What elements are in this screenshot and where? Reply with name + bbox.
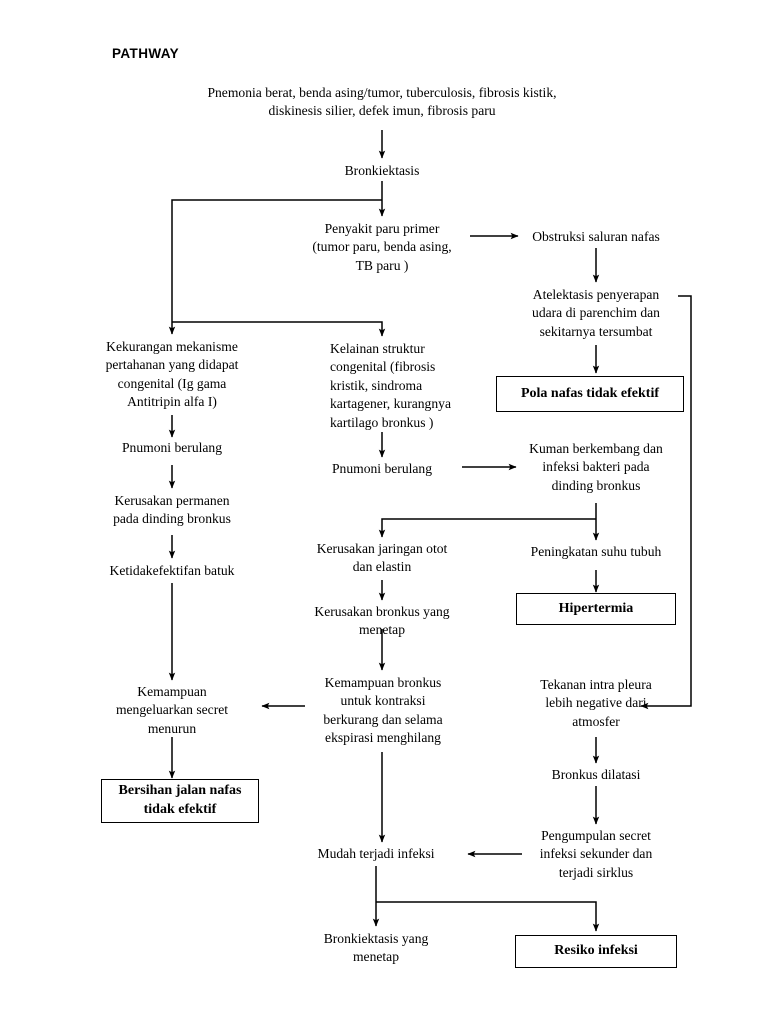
node-n10: Kerusakan permanen pada dinding bronkus xyxy=(113,493,231,527)
page-title: PATHWAY xyxy=(112,46,180,61)
node-n24: Mudah terjadi infeksi xyxy=(317,846,435,861)
node-n19: Kemampuan mengeluarkan secret menurun xyxy=(115,684,229,736)
node-n13: Kuman berkembang dan infeksi bakteri pad… xyxy=(529,441,663,493)
node-n22: Bronkus dilatasi xyxy=(551,767,641,782)
diagnosis-box-resiko-infeksi: Resiko infeksi xyxy=(515,935,677,968)
node-n23: Pengumpulan secret infeksi sekunder dan … xyxy=(539,828,653,880)
node-n14: Kerusakan jaringan otot dan elastin xyxy=(316,541,448,575)
node-n25: Bronkiektasis yang menetap xyxy=(323,931,429,965)
node-n12: Pnumoni berulang xyxy=(331,461,433,476)
diagnosis-box-bersihan-jalan-nafas-tidak-efektif: Bersihan jalan nafas tidak efektif xyxy=(101,779,259,823)
node-n8: Kelainan struktur congenital (fibrosis k… xyxy=(330,341,451,430)
edge-n5-n21 xyxy=(640,295,692,710)
node-n11: Ketidakefektifan batuk xyxy=(109,563,235,578)
node-n4: Obstruksi saluran nafas xyxy=(532,229,660,244)
node-n9: Pnumoni berulang xyxy=(121,440,223,455)
node-n21: Tekanan intra pleura lebih negative dari… xyxy=(540,677,652,729)
node-n17: Kerusakan bronkus yang menetap xyxy=(314,604,450,638)
node-n2: Bronkiektasis xyxy=(344,163,420,178)
node-n5: Atelektasis penyerapan udara di parenchi… xyxy=(532,287,660,339)
node-n18: Kemampuan bronkus untuk kontraksi berkur… xyxy=(323,675,443,746)
diagnosis-box-pola-nafas-tidak-efektif: Pola nafas tidak efektif xyxy=(496,376,684,412)
edge-n2-n8 xyxy=(172,321,386,337)
edge-n13-n14 xyxy=(378,518,596,538)
node-n15: Peningkatan suhu tubuh xyxy=(530,544,662,559)
edge-n24-n26 xyxy=(376,901,600,932)
diagnosis-box-hipertermia: Hipertermia xyxy=(516,593,676,625)
node-n3: Penyakit paru primer (tumor paru, benda … xyxy=(312,221,452,273)
node-n1: Pnemonia berat, benda asing/tumor, tuber… xyxy=(207,85,557,119)
node-n7: Kekurangan mekanisme pertahanan yang did… xyxy=(105,339,239,410)
